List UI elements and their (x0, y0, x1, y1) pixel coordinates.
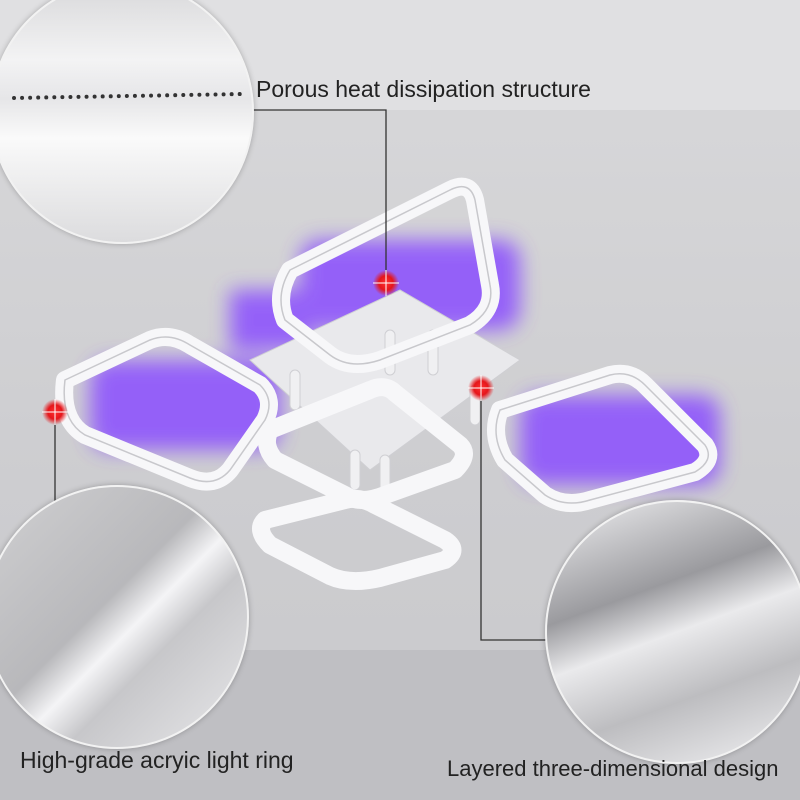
callout-bottom-right: Layered three-dimensional design (447, 756, 779, 781)
detail-circle-acrylic-ring (0, 485, 249, 749)
marker-dots (42, 270, 494, 425)
callout-top: Porous heat dissipation structure (256, 76, 591, 102)
detail-circle-heat-dissipation (0, 0, 254, 244)
vent-holes (11, 91, 243, 101)
detail-circle-layered-design (545, 500, 800, 764)
callout-bottom-left: High-grade acryic light ring (20, 747, 294, 773)
